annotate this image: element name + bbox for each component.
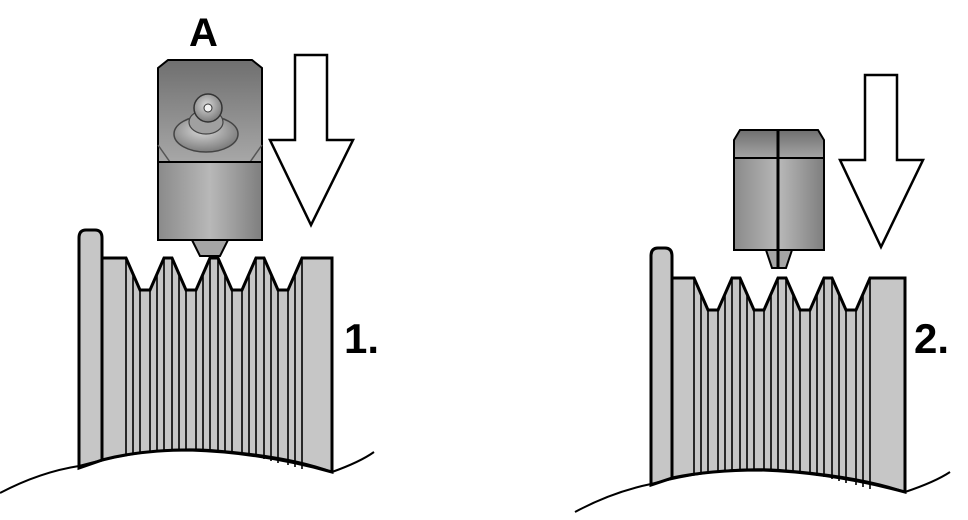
groove-lines	[125, 258, 303, 469]
tool-tip	[190, 239, 230, 257]
base-line	[0, 448, 375, 494]
groove-lines	[693, 278, 871, 489]
down-arrow-icon	[838, 73, 925, 250]
knob-hole	[203, 103, 213, 113]
cutting-tool-icon	[733, 129, 825, 269]
panel-1	[0, 53, 375, 494]
part-body	[100, 256, 334, 474]
cutting-tool-icon	[157, 59, 263, 257]
down-arrow-icon	[268, 53, 356, 228]
grooved-part-2	[574, 246, 951, 513]
part-rim	[649, 246, 674, 488]
tool-body	[157, 161, 263, 241]
tool-label: A	[189, 11, 218, 55]
part-rim	[77, 228, 104, 471]
panel-2	[574, 73, 951, 513]
base-line	[574, 468, 951, 513]
step-two-label: 2.	[914, 315, 950, 362]
step-one-label: 1.	[344, 315, 380, 362]
grooved-part-1	[0, 228, 375, 494]
